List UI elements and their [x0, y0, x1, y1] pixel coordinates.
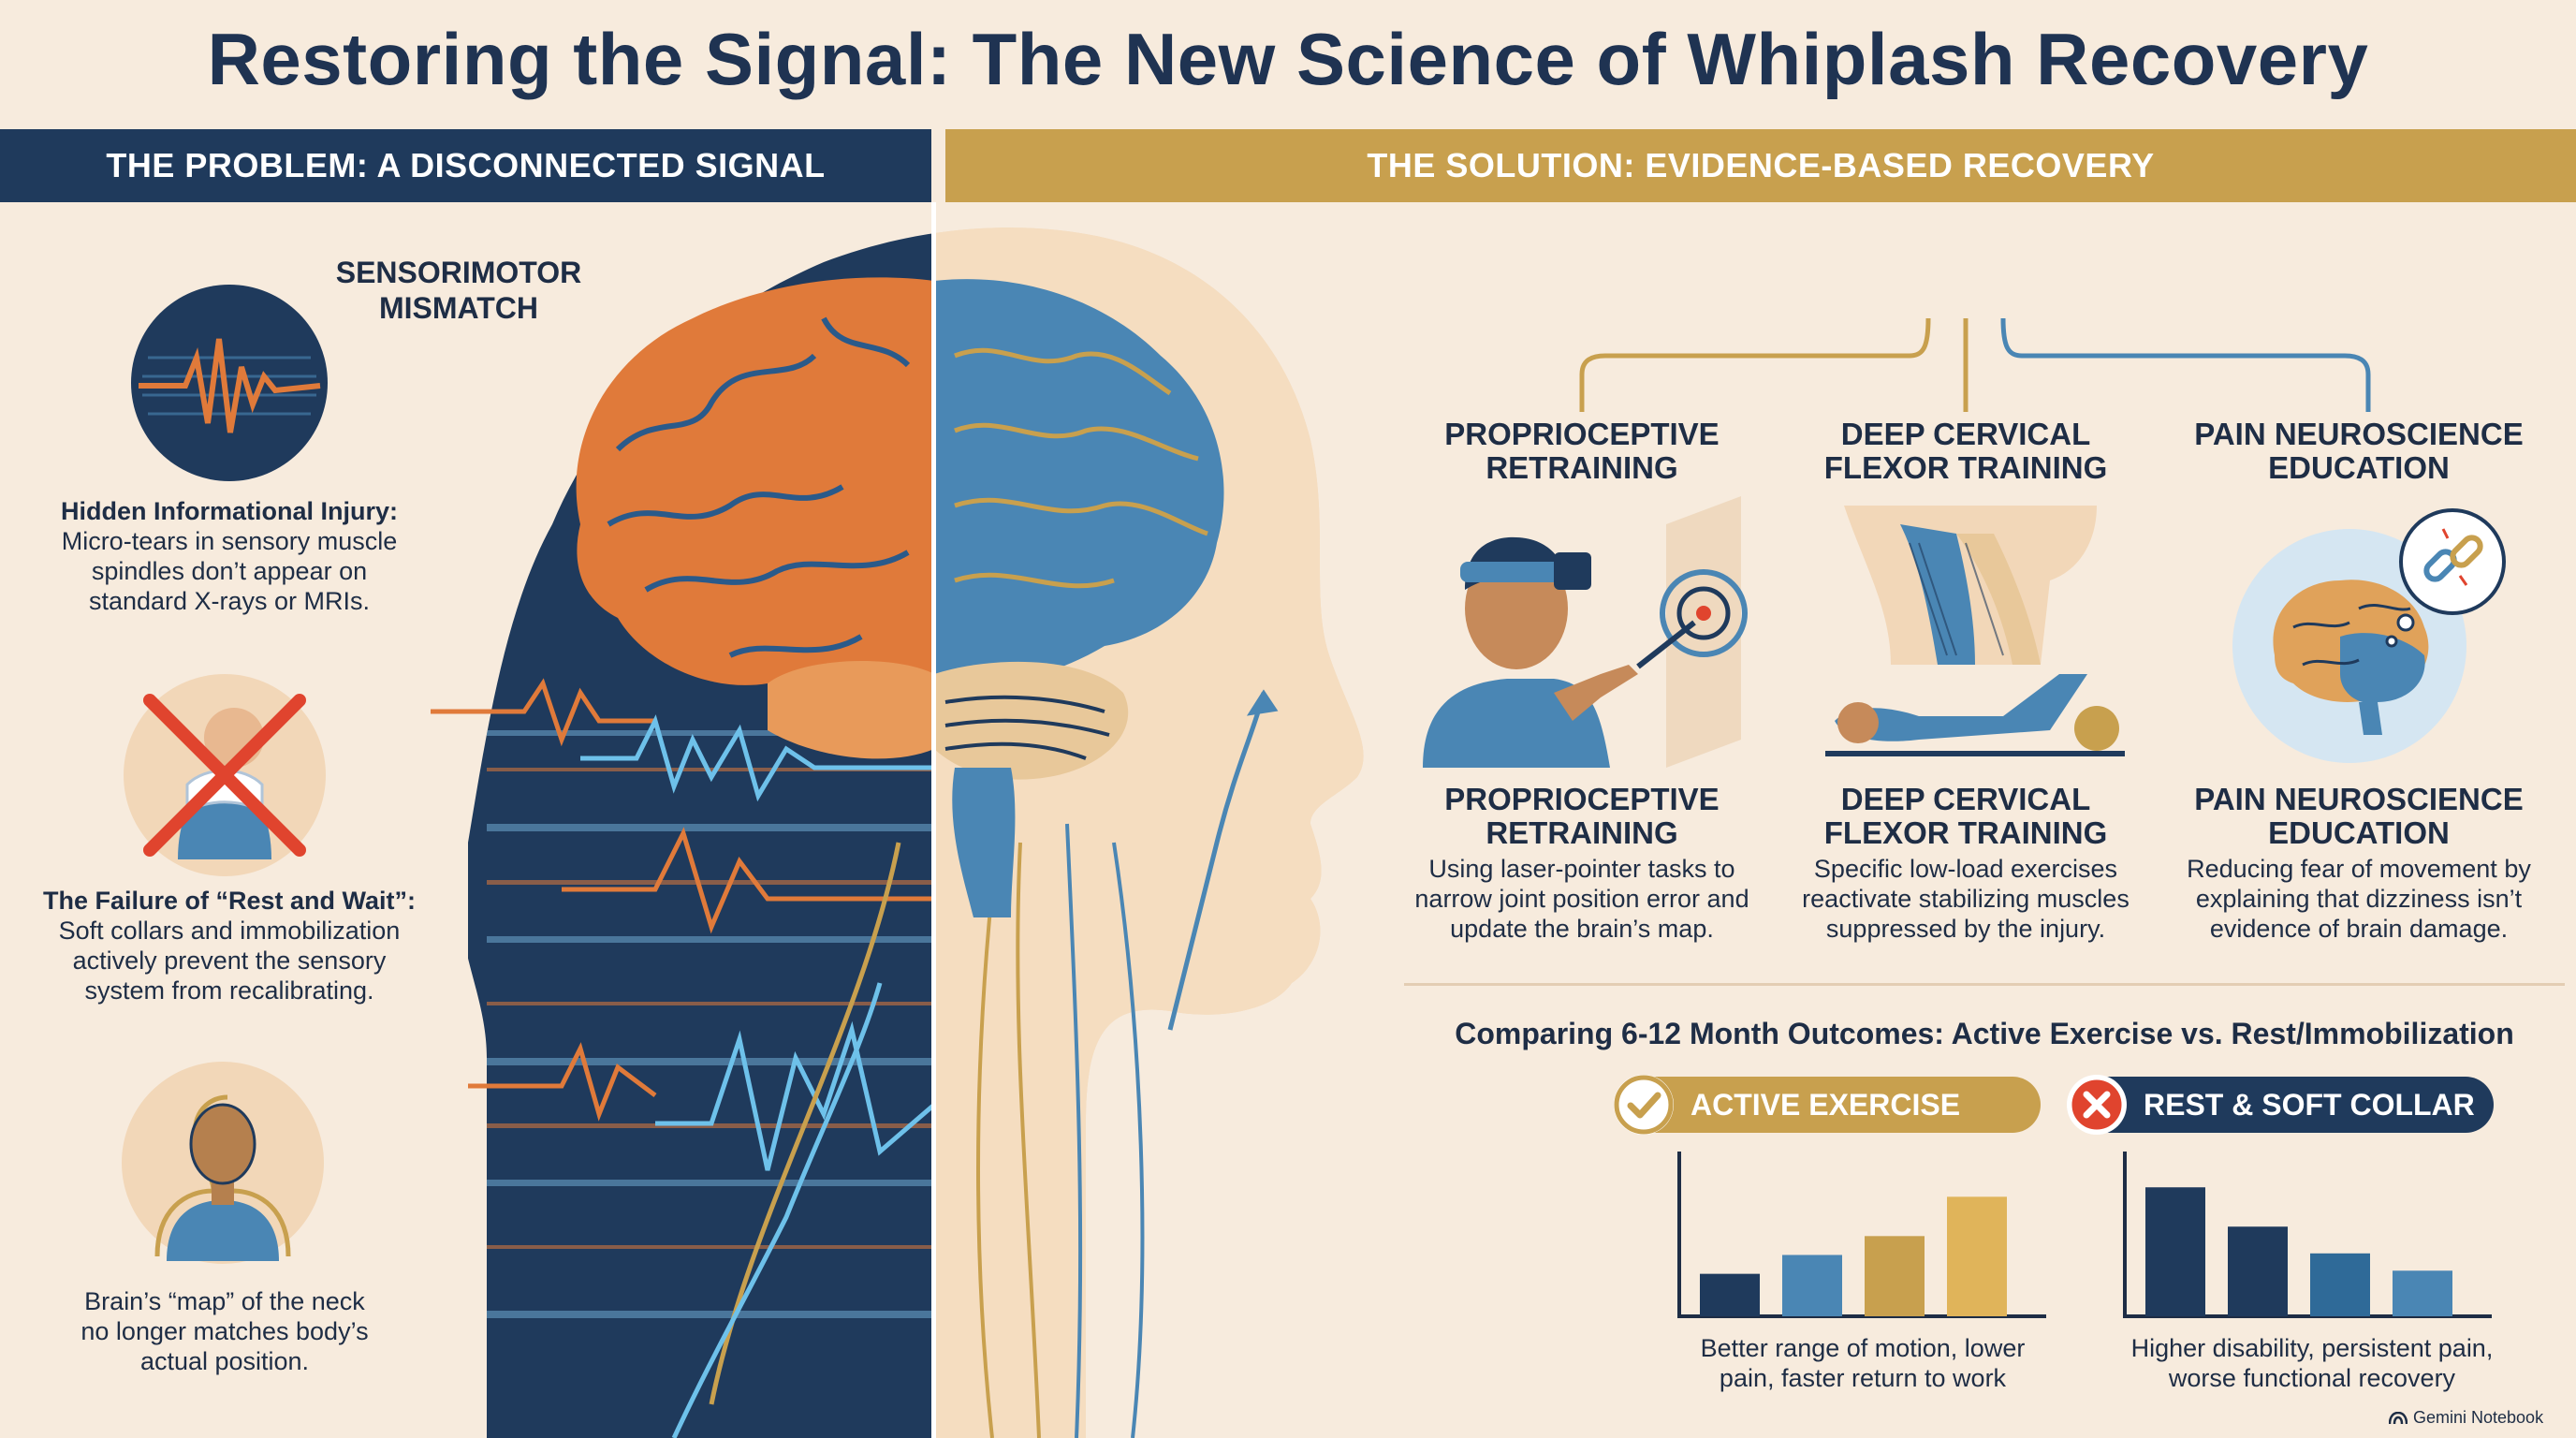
rest-collar-pill: REST & SOFT COLLAR	[2067, 1075, 2494, 1135]
solution-header: THE SOLUTION: EVIDENCE-BASED RECOVERY	[945, 129, 2576, 202]
rest-caption-line2: worse functional recovery	[2168, 1364, 2456, 1392]
rest-and-wait-line2: actively prevent the sensory	[72, 946, 387, 975]
rest-and-wait-block: The Failure of “Rest and Wait”: Soft col…	[19, 886, 440, 1005]
rest-collar-chart	[2123, 1152, 2492, 1318]
checkmark-icon	[1614, 1075, 1674, 1135]
active-caption-line2: pain, faster return to work	[1719, 1364, 2007, 1392]
col1-heading: PROPRIOCEPTIVE RETRAINING	[1404, 418, 1760, 485]
col2-desc-line1: Specific low-load exercises	[1813, 855, 2118, 883]
col1-desc-line1: Using laser-pointer tasks to	[1428, 855, 1735, 883]
solution-connector	[1579, 318, 2371, 412]
brain-right-half	[934, 279, 1224, 917]
col1-heading-line2: RETRAINING	[1486, 450, 1678, 485]
mismatch-line2: MISMATCH	[378, 291, 539, 325]
col2-desc-line2: reactivate stabilizing muscles	[1802, 885, 2130, 913]
hidden-injury-title: Hidden Informational Injury:	[60, 497, 398, 525]
rest-and-wait-title: The Failure of “Rest and Wait”:	[42, 887, 417, 915]
hidden-injury-line2: spindles don’t appear on	[91, 557, 368, 585]
active-exercise-label: ACTIVE EXERCISE	[1690, 1087, 1961, 1122]
col3-heading-line2: EDUCATION	[2268, 450, 2450, 485]
col2-heading: DEEP CERVICAL FLEXOR TRAINING	[1788, 418, 2144, 485]
active-exercise-chart	[1677, 1152, 2046, 1318]
col1-description: Using laser-pointer tasks to narrow join…	[1385, 854, 1778, 944]
logo-text: Gemini Notebook	[2413, 1408, 2544, 1427]
rest-collar-caption: Higher disability, persistent pain, wors…	[2087, 1333, 2537, 1393]
active-bar-3	[1865, 1236, 1925, 1316]
col2-heading-line1: DEEP CERVICAL	[1840, 417, 2091, 451]
rest-bar-2	[2228, 1226, 2288, 1316]
col3-heading-line1: PAIN NEUROSCIENCE	[2194, 417, 2524, 451]
mismatch-line1: SENSORIMOTOR	[335, 256, 582, 289]
col1-subheading-line1: PROPRIOCEPTIVE	[1444, 782, 1720, 816]
brain-left-half	[576, 277, 934, 759]
active-caption-line1: Better range of motion, lower	[1700, 1334, 2026, 1362]
sensorimotor-mismatch-label: SENSORIMOTOR MISMATCH	[309, 255, 608, 326]
problem-header: THE PROBLEM: A DISCONNECTED SIGNAL	[0, 129, 931, 202]
x-mark-icon	[2067, 1075, 2127, 1135]
hidden-injury-line3: standard X-rays or MRIs.	[88, 587, 371, 615]
brain-broken-chain-icon	[2232, 508, 2506, 763]
col2-heading-line2: FLEXOR TRAINING	[1823, 450, 2108, 485]
section-divider	[1404, 983, 2565, 986]
neck-muscle-exercise-icon	[1825, 506, 2125, 756]
active-bar-4	[1947, 1196, 2007, 1316]
col3-desc-line3: evidence of brain damage.	[2209, 915, 2509, 943]
gemini-notebook-logo: Gemini Notebook	[2389, 1408, 2572, 1428]
col3-desc-line1: Reducing fear of movement by	[2187, 855, 2531, 883]
hidden-injury-block: Hidden Informational Injury: Micro-tears…	[28, 496, 431, 616]
col2-subheading: DEEP CERVICAL FLEXOR TRAINING	[1788, 783, 2144, 850]
page-title: Restoring the Signal: The New Science of…	[207, 18, 2369, 100]
col3-desc-line2: explaining that dizziness isn’t	[2195, 885, 2523, 913]
active-exercise-pill: ACTIVE EXERCISE	[1614, 1075, 2041, 1135]
col1-subheading-line2: RETRAINING	[1486, 815, 1678, 850]
mismatched-body-map-icon	[122, 1062, 324, 1264]
col1-heading-line1: PROPRIOCEPTIVE	[1444, 417, 1720, 451]
active-bar-1	[1700, 1273, 1760, 1316]
col3-description: Reducing fear of movement by explaining …	[2153, 854, 2565, 944]
rest-and-wait-line1: Soft collars and immobilization	[58, 917, 401, 945]
col2-subheading-line1: DEEP CERVICAL	[1840, 782, 2091, 816]
body-map-block: Brain’s “map” of the neck no longer matc…	[47, 1286, 402, 1376]
active-exercise-caption: Better range of motion, lower pain, fast…	[1647, 1333, 2078, 1393]
rest-caption-line1: Higher disability, persistent pain,	[2130, 1334, 2494, 1362]
hidden-injury-line1: Micro-tears in sensory muscle	[61, 527, 398, 555]
rest-bar-4	[2393, 1270, 2452, 1316]
notebook-logo-icon	[2389, 1411, 2408, 1424]
laser-pointer-target-icon	[1423, 496, 1748, 768]
rest-bar-3	[2310, 1253, 2370, 1316]
col1-subheading: PROPRIOCEPTIVE RETRAINING	[1404, 783, 1760, 850]
body-map-line3: actual position.	[139, 1347, 310, 1375]
col2-subheading-line2: FLEXOR TRAINING	[1823, 815, 2108, 850]
rest-bar-1	[2145, 1187, 2205, 1316]
rest-collar-label: REST & SOFT COLLAR	[2144, 1087, 2475, 1122]
comparison-title: Comparing 6-12 Month Outcomes: Active Ex…	[1455, 1017, 2514, 1050]
col2-desc-line3: suppressed by the injury.	[1825, 915, 2106, 943]
col2-description: Specific low-load exercises reactivate s…	[1769, 854, 2162, 944]
col3-subheading: PAIN NEUROSCIENCE EDUCATION	[2162, 783, 2555, 850]
col3-heading: PAIN NEUROSCIENCE EDUCATION	[2162, 418, 2555, 485]
body-map-line2: no longer matches body’s	[80, 1317, 369, 1345]
signal-wave-icon	[131, 285, 328, 481]
rest-and-wait-line3: system from recalibrating.	[84, 976, 374, 1005]
col1-desc-line3: update the brain’s map.	[1450, 915, 1714, 943]
col3-subheading-line2: EDUCATION	[2268, 815, 2450, 850]
split-head-illustration	[431, 202, 1364, 1438]
active-bar-2	[1782, 1255, 1842, 1316]
crossed-neck-collar-icon	[124, 674, 326, 876]
col3-subheading-line1: PAIN NEUROSCIENCE	[2194, 782, 2524, 816]
body-map-line1: Brain’s “map” of the neck	[84, 1287, 365, 1315]
col1-desc-line2: narrow joint position error and	[1414, 885, 1749, 913]
